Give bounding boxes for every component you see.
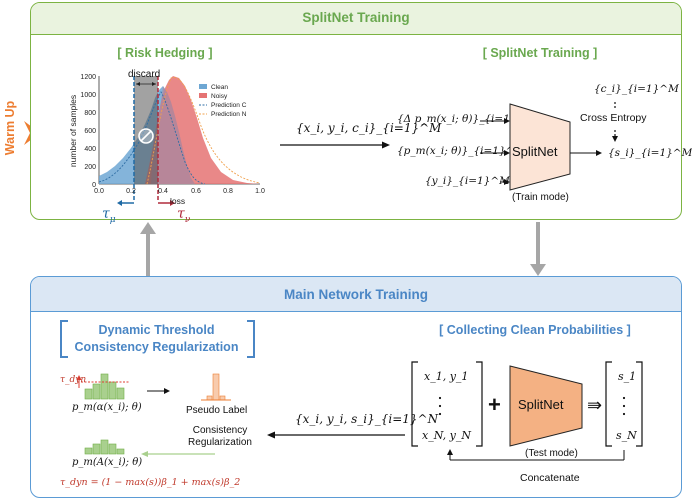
y-tick-0: 0: [92, 182, 96, 189]
y-axis-label: number of samples: [68, 94, 78, 168]
implies-arrow-icon: ⇛: [587, 395, 603, 415]
downward-arrow: [530, 222, 546, 276]
input-prob: {p_m(x_i; θ)}_{i=1}^M: [397, 145, 526, 157]
output-clean-probs: {s_i}_{i=1}^M: [608, 147, 692, 159]
matrix-top-entry: x_1, y_1: [424, 370, 469, 383]
splitnet-train-model-label: SplitNet: [512, 144, 558, 159]
weak-aug-prob-label: p_m(α(x_i); θ): [72, 402, 142, 413]
x-tick-1: 0.2: [126, 188, 136, 195]
legend-prediction-c: Prediction C: [211, 102, 247, 109]
splitnet-train-diagram: [480, 102, 618, 191]
consistency-reg-line2: Regularization: [188, 437, 252, 448]
strong-aug-prob-label: p_m(A(x_i); θ): [72, 457, 143, 468]
tau-dyn-label: τ_dyn: [60, 375, 87, 385]
dtcr-diagram: [76, 373, 231, 457]
pseudo-label-text: Pseudo Label: [186, 405, 248, 416]
input-labels: {y_i}_{i=1}^M: [425, 175, 510, 187]
train-mode-label: (Train mode): [512, 192, 569, 203]
cross-entropy-label: Cross Entropy: [580, 112, 647, 124]
collecting-diagram: [411, 361, 643, 461]
x-tick-3: 0.6: [191, 188, 201, 195]
target-labels: {c_i}_{i=1}^M: [594, 83, 679, 95]
risk-hedging-title: [ Risk Hedging ]: [117, 46, 213, 60]
splitnet-test-model-label: SplitNet: [518, 397, 564, 412]
legend-prediction-n: Prediction N: [211, 111, 247, 118]
splitnet-training-title: [ SplitNet Training ]: [482, 46, 598, 60]
tau-nu-label: τν: [177, 206, 191, 225]
consistency-reg-line1: Consistency: [192, 425, 248, 436]
matrix-bottom-entry: x_N, y_N: [422, 429, 471, 442]
legend-noisy: Noisy: [211, 93, 228, 100]
y-tick-5: 1000: [80, 92, 96, 99]
concatenate-label: Concatenate: [520, 472, 580, 484]
splitnet-training-header: [31, 3, 681, 35]
upward-arrow: [140, 222, 156, 276]
output-top-entry: s_1: [618, 370, 637, 383]
dtcr-title-line1: Dynamic Threshold: [98, 323, 215, 337]
collecting-title: [ Collecting Clean Probabilities ]: [439, 323, 631, 337]
main-network-training-title: Main Network Training: [283, 287, 429, 302]
test-mode-label: (Test mode): [525, 448, 578, 459]
y-tick-1: 200: [84, 164, 96, 171]
bottom-mid-arrow: [267, 431, 405, 439]
bottom-mid-set-label: {x_i, y_i, s_i}_{i=1}^N: [295, 412, 439, 426]
input-delta-prob: {Δ p_m(x_i; θ)}_{i=1}^M: [397, 113, 537, 125]
tau-mu-label: τμ: [102, 206, 116, 225]
dtcr-bracket-left: [60, 320, 68, 358]
discard-label: discard: [128, 69, 161, 80]
top-mid-arrow: [280, 141, 390, 149]
main-network-training-header: [31, 277, 681, 312]
risk-hedging-histogram: 0 200 400 600 800 1000 1200 0.0 0.2 0.4 …: [80, 74, 265, 206]
y-tick-6: 1200: [80, 74, 96, 81]
plus-sign: +: [488, 392, 501, 417]
x-tick-5: 1.0: [255, 188, 265, 195]
splitnet-training-panel-title: SplitNet Training: [302, 10, 410, 25]
output-bottom-entry: s_N: [616, 429, 637, 442]
dtcr-title-line2: Consistency Regularization: [74, 340, 239, 354]
x-tick-2: 0.4: [158, 188, 168, 195]
top-mid-set-label: {x_i, y_i, c_i}_{i=1}^M: [296, 121, 442, 135]
x-tick-4: 0.8: [223, 188, 233, 195]
y-tick-2: 400: [84, 146, 96, 153]
tau-dyn-formula: τ_dyn = (1 − max(s))β_1 + max(s)β_2: [60, 477, 241, 488]
legend-clean: Clean: [211, 84, 228, 91]
dtcr-bracket-right: [247, 320, 255, 358]
x-tick-0: 0.0: [94, 188, 104, 195]
y-tick-3: 600: [84, 128, 96, 135]
y-tick-4: 800: [84, 110, 96, 117]
x-axis-label: loss: [170, 196, 186, 206]
